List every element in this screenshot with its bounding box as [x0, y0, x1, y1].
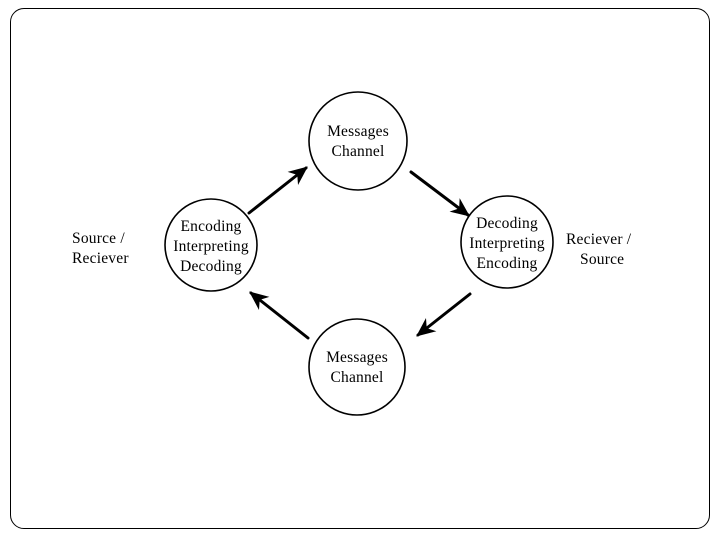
side-label-left-line2: Reciever	[72, 250, 129, 267]
node-circle-top	[308, 91, 408, 191]
node-label-left-line3: Decoding	[180, 258, 242, 275]
arrow-decoding-to-bottom-messages	[416, 292, 472, 337]
side-label-right-line1: Reciever /	[566, 231, 632, 248]
node-label-bottom-line2: Channel	[330, 369, 383, 386]
arrow-bottom-messages-to-encoding	[249, 291, 310, 340]
node-decoding-interpreting-encoding[interactable]: Decoding Interpreting Encoding	[460, 195, 554, 289]
node-label-top-line2: Channel	[331, 143, 384, 160]
node-messages-channel-top[interactable]: Messages Channel	[308, 91, 408, 191]
node-circle-left	[164, 198, 258, 292]
arrow-group	[247, 166, 472, 340]
arrow-top-messages-to-decoding	[409, 170, 470, 217]
arrow-encoding-to-top-messages	[247, 166, 308, 215]
side-label-left: Source / Reciever	[72, 230, 129, 267]
node-label-top-line1: Messages	[327, 123, 389, 140]
side-label-right-line2: Source	[580, 251, 624, 268]
node-label-right-line3: Encoding	[476, 255, 537, 272]
node-circle-bottom	[308, 318, 406, 416]
node-label-right-line1: Decoding	[476, 215, 538, 232]
node-circle-right	[460, 195, 554, 289]
node-messages-channel-bottom[interactable]: Messages Channel	[308, 318, 406, 416]
node-encoding-interpreting-decoding[interactable]: Encoding Interpreting Decoding	[164, 198, 258, 292]
side-label-right: Reciever / Source	[566, 231, 632, 268]
node-label-bottom-line1: Messages	[326, 349, 388, 366]
node-label-left-line1: Encoding	[180, 218, 241, 235]
side-label-left-line1: Source /	[72, 230, 125, 247]
node-label-left-line2: Interpreting	[173, 238, 249, 255]
node-label-right-line2: Interpreting	[469, 235, 545, 252]
